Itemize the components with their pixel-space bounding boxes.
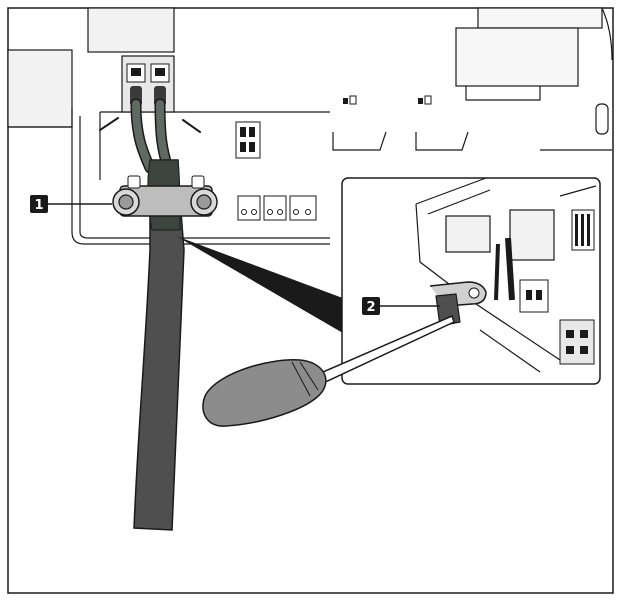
callout-label-2: 2 <box>366 300 375 315</box>
cable-clamp <box>112 175 218 217</box>
detail-inset <box>341 177 601 385</box>
callout-label-1: 1 <box>34 198 43 213</box>
screwdriver <box>202 314 455 427</box>
callout-1: 1 <box>30 195 112 213</box>
callout-2: 2 <box>362 297 440 315</box>
magnification-wedge <box>176 236 348 336</box>
housing-outline <box>7 7 613 245</box>
board-components <box>235 95 432 221</box>
terminal-block <box>121 55 175 113</box>
